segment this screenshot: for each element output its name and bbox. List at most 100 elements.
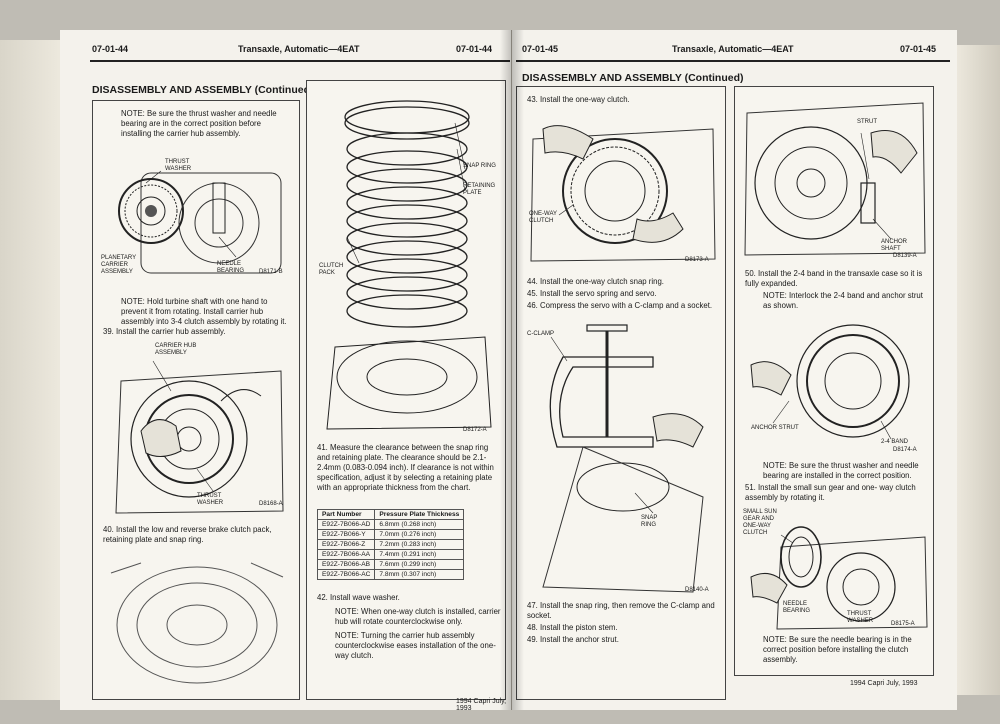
right-running-number: 07-01-45 (522, 44, 559, 54)
right-running-title: Transaxle, Automatic—4EAT (672, 44, 794, 54)
figure-code-4: D8173-A (685, 257, 709, 263)
figure-code-8: D8175-A (891, 621, 915, 627)
label-2-4-band: 2-4 BAND (881, 439, 909, 445)
step-40: 40. Install the low and reverse brake cl… (103, 525, 272, 544)
right-page: 07-01-45 Transaxle, Automatic—4EAT 07-01… (512, 30, 957, 710)
book-gutter (500, 30, 524, 710)
transaxle-case-drawing (110, 562, 284, 684)
label-anchor-shaft: ANCHOR SHAFT (881, 239, 908, 252)
page-stack-right (955, 45, 1000, 695)
band-drawing (750, 324, 910, 440)
table-cell-part: E92Z-7B066-AC (316, 569, 376, 580)
right-column: SNAP RING RETAINING PLATE CLUTCH PACK D8… (306, 80, 506, 700)
table-header-thickness: Pressure Plate Thickness (374, 509, 465, 520)
planetary-carrier-drawing (118, 170, 282, 274)
step-43: 43. Install the one-way clutch. (527, 95, 630, 104)
step-49: 49. Install the anchor strut. (527, 635, 619, 644)
one-way-clutch-drawing (530, 125, 716, 262)
label-c-clamp: C-CLAMP (527, 331, 555, 337)
figure-code-6: D8139-A (893, 253, 917, 259)
label-strut: STRUT (857, 119, 877, 125)
step-47: 47. Install the snap ring, then remove t… (527, 601, 715, 620)
c-clamp-drawing (542, 324, 704, 593)
note-turbine-shaft: NOTE: Hold turbine shaft with one hand t… (121, 297, 287, 326)
left-column: NOTE: Be sure the thrust washer and need… (92, 100, 300, 700)
figure-one-way-clutch: ONE-WAY CLUTCH D8173-A (523, 109, 721, 269)
sun-gear-drawing (750, 526, 928, 630)
figure-2-4-band: ANCHOR STRUT 2-4 BAND D8174-A (741, 315, 929, 455)
step-41: 41. Measure the clearance between the sn… (317, 443, 494, 492)
step-50: 50. Install the 2-4 band in the transaxl… (745, 269, 923, 288)
left-running-title: Transaxle, Automatic—4EAT (238, 44, 360, 54)
table-cell-part: E92Z-7B066-AB (316, 559, 376, 570)
table-cell-part: E92Z-7B066-Y (316, 529, 376, 540)
right-column-1: 43. Install the one-way clutch. ONE-WAY … (516, 86, 726, 700)
label-needle-bearing: NEEDLE BEARING (217, 261, 245, 274)
note-interlock-band: NOTE: Interlock the 2-4 band and anchor … (763, 291, 923, 310)
table-cell-part: E92Z-7B066-AD (316, 519, 376, 530)
table-cell-thickness: 7.0mm (0.276 inch) (374, 529, 465, 540)
step-42: 42. Install wave washer. (317, 593, 400, 602)
figure-code-5: D8140-A (685, 587, 709, 593)
figure-code: D8171-B (259, 269, 283, 275)
figure-carrier-hub: CARRIER HUB ASSEMBLY THRUST WASHER D8168… (101, 341, 293, 521)
note-thrust-needle: NOTE: Be sure the thrust washer and need… (763, 461, 919, 480)
page-stack-left (0, 40, 62, 700)
header-rule (90, 60, 510, 62)
label-snap-ring-2: SNAP RING (641, 515, 658, 528)
label-clutch-pack: CLUTCH PACK (319, 263, 344, 276)
label-retaining-plate: RETAINING PLATE (463, 183, 496, 196)
anchor-shaft-drawing (744, 102, 926, 256)
table-cell-thickness: 7.4mm (0.291 inch) (374, 549, 465, 560)
table-header-part-number: Part Number (316, 509, 376, 520)
table-cell-part: E92Z-7B066-AA (316, 549, 376, 560)
table-cell-thickness: 7.8mm (0.307 inch) (374, 569, 465, 580)
label-needle-bearing-2: NEEDLE BEARING (783, 601, 811, 614)
label-planetary-carrier: PLANETARY CARRIER ASSEMBLY (101, 255, 137, 275)
step-51: 51. Install the small sun gear and one- … (745, 483, 916, 502)
section-title-right: DISASSEMBLY AND ASSEMBLY (Continued) (522, 72, 744, 84)
note-needle-bearing: NOTE: Be sure the needle bearing is in t… (763, 635, 912, 664)
figure-clutch-pack: SNAP RING RETAINING PLATE CLUTCH PACK D8… (315, 87, 501, 437)
table-header-row: Part Number Pressure Plate Thickness (316, 509, 465, 520)
table-cell-thickness: 7.6mm (0.299 inch) (374, 559, 465, 570)
pressure-plate-table: Part Number Pressure Plate Thickness E92… (316, 509, 465, 580)
step-44: 44. Install the one-way clutch snap ring… (527, 277, 664, 286)
label-thrust-washer-3: THRUST WASHER (847, 611, 874, 624)
header-rule-right (516, 60, 950, 62)
right-column-2: STRUT ANCHOR SHAFT D8139-A 50. Install t… (734, 86, 934, 676)
figure-code-2: D8168-A (259, 501, 283, 507)
table-cell-thickness: 7.2mm (0.283 inch) (374, 539, 465, 550)
figure-code-7: D8174-A (893, 447, 917, 453)
figure-anchor-shaft: STRUT ANCHOR SHAFT D8139-A (741, 93, 929, 263)
step-46: 46. Compress the servo with a C-clamp an… (527, 301, 713, 310)
step-45: 45. Install the servo spring and servo. (527, 289, 657, 298)
table-cell-thickness: 6.8mm (0.268 inch) (374, 519, 465, 530)
label-one-way-clutch: ONE-WAY CLUTCH (529, 211, 557, 224)
note-carrier-hub-turning: NOTE: Turning the carrier hub assembly c… (335, 631, 496, 660)
label-thrust-washer: THRUST WASHER (165, 159, 192, 172)
right-footer: 1994 Capri July, 1993 (850, 680, 918, 687)
step-39: 39. Install the carrier hub assembly. (103, 327, 226, 336)
label-anchor-strut: ANCHOR STRUT (751, 425, 799, 431)
figure-planetary-carrier: THRUST WASHER PLANETARY CARRIER ASSEMBLY… (101, 153, 293, 291)
left-footer: 1994 Capri July, 1993 (456, 698, 507, 710)
right-page-number: 07-01-45 (900, 44, 937, 54)
figure-code-3: D8172-A (463, 427, 487, 433)
label-snap-ring: SNAP RING (463, 163, 496, 169)
figure-transaxle-case (101, 553, 293, 693)
clutch-pack-drawing (326, 100, 492, 430)
left-running-number: 07-01-44 (456, 44, 493, 54)
step-48: 48. Install the piston stem. (527, 623, 618, 632)
left-page-number: 07-01-44 (92, 44, 129, 54)
note-thrust-washer: NOTE: Be sure the thrust washer and need… (121, 109, 277, 138)
table-cell-part: E92Z-7B066-Z (316, 539, 376, 550)
carrier-hub-drawing (115, 360, 284, 514)
label-thrust-washer-2: THRUST WASHER (197, 493, 224, 506)
